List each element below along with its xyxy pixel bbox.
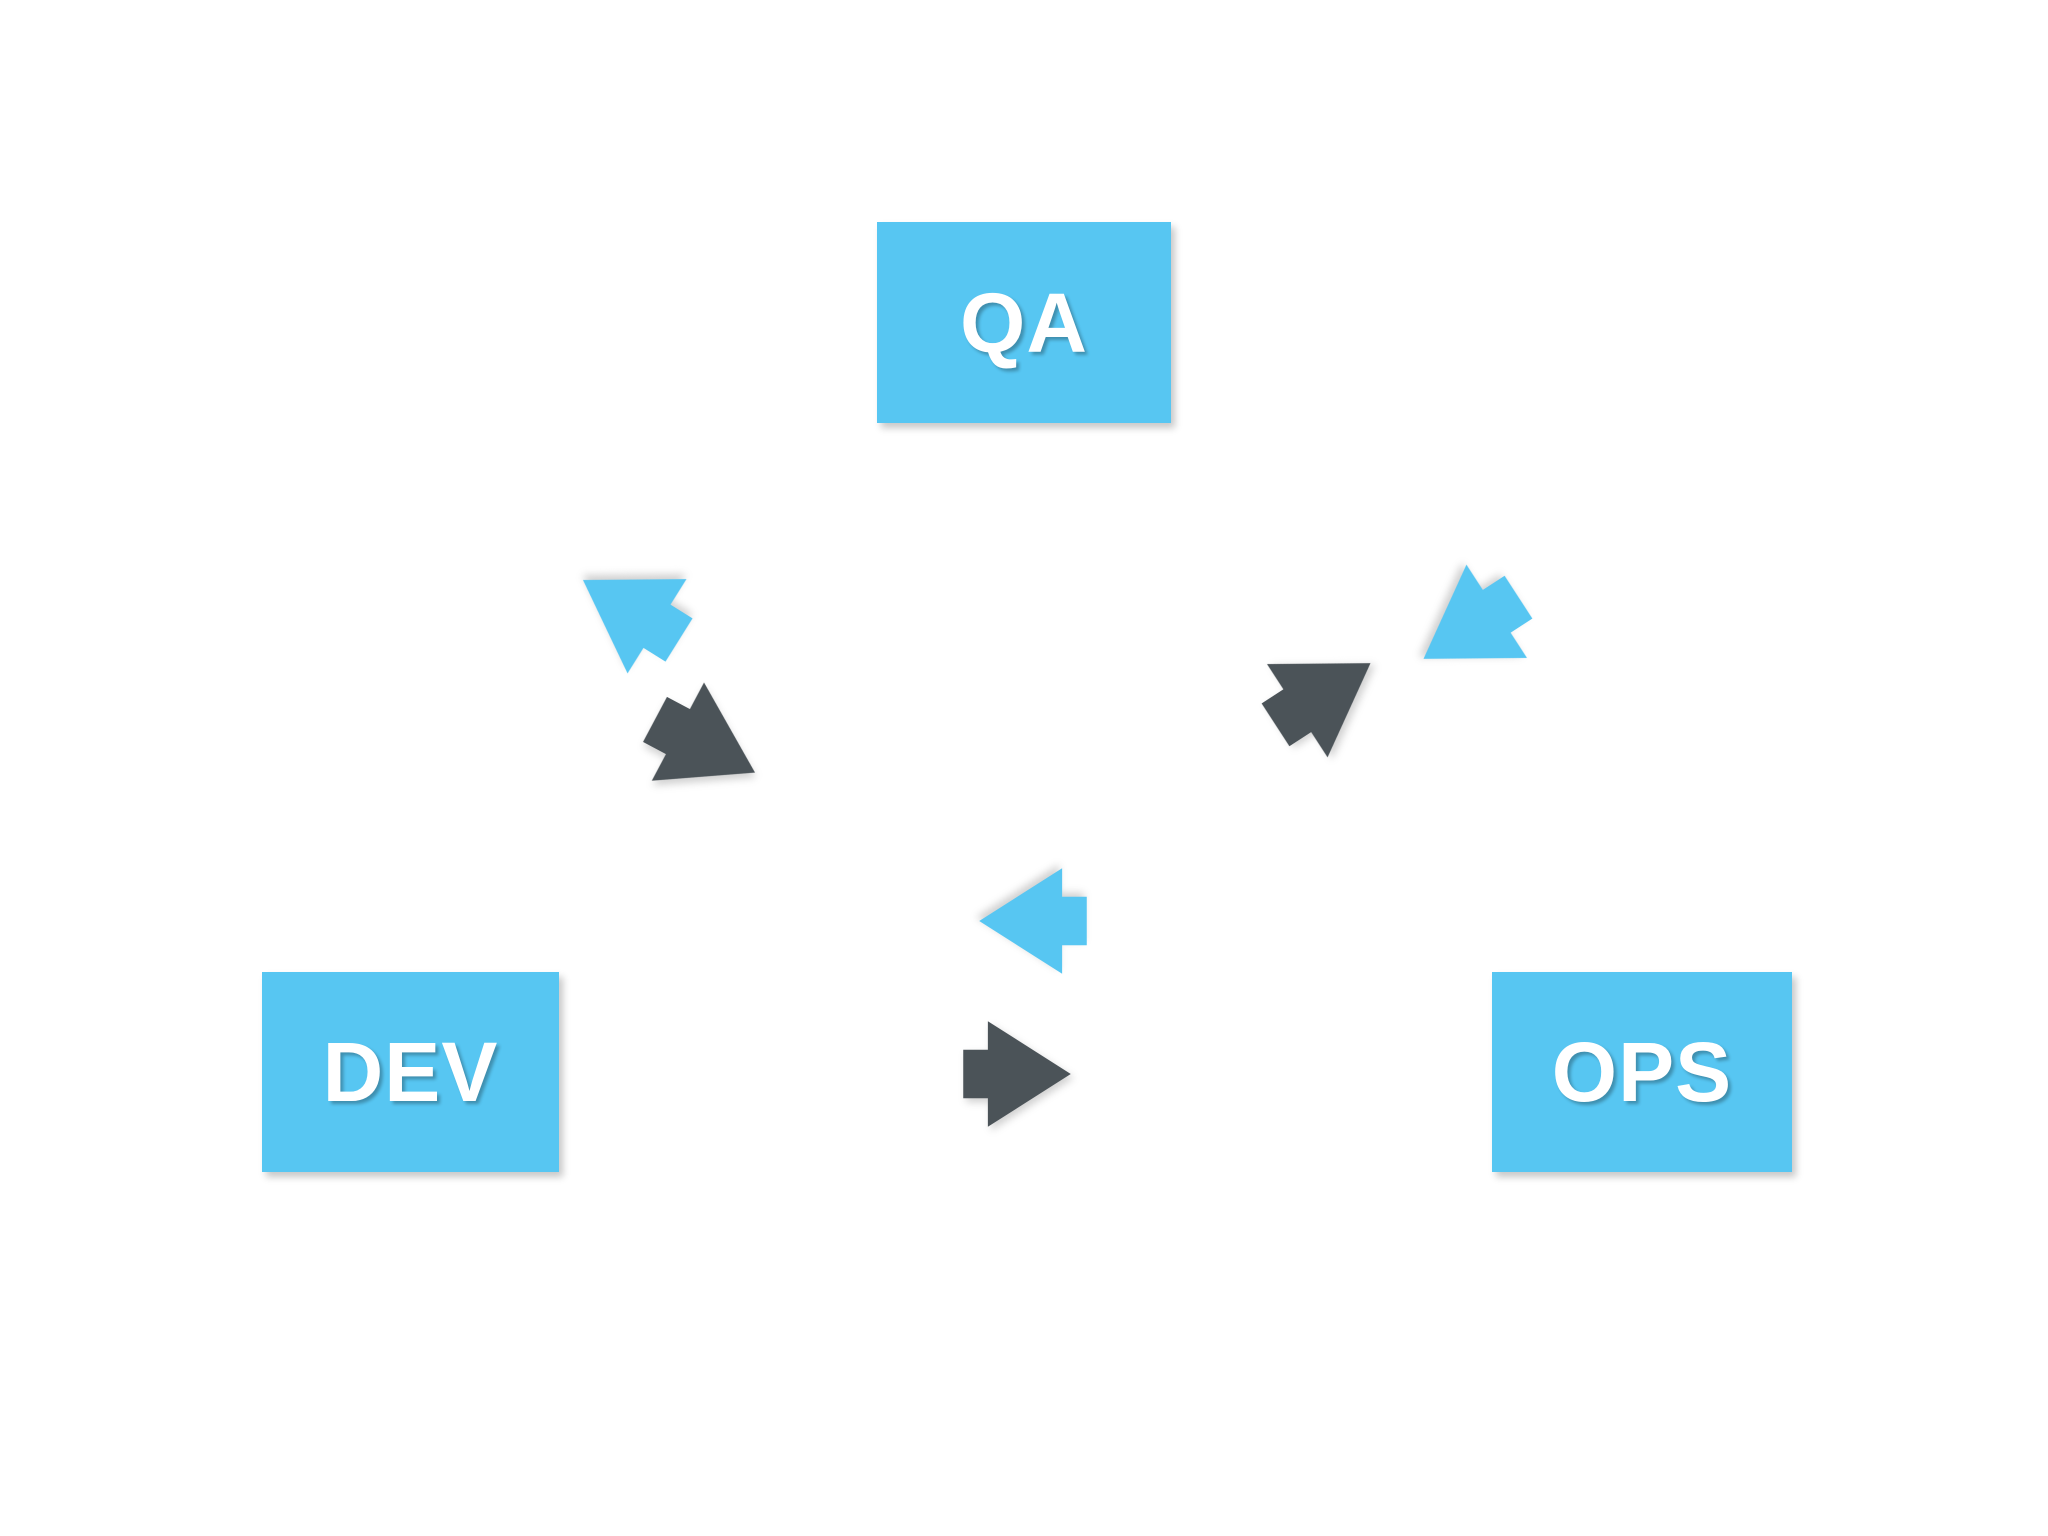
node-label-qa: QA (960, 275, 1088, 370)
arrow-shape (1261, 663, 1371, 758)
arrow-shape (643, 682, 756, 781)
arrow-shape (1423, 564, 1533, 659)
arrow-ops-to-dev-icon (977, 866, 1089, 976)
arrow-ops-to-qa-icon (1390, 547, 1552, 709)
node-label-dev: DEV (322, 1025, 499, 1119)
arrow-shape (979, 868, 1087, 974)
arrow-shape (582, 579, 693, 674)
arrow-dev-to-ops-icon (961, 1019, 1073, 1129)
arrow-qa-to-ops-icon (1242, 613, 1404, 775)
node-box-dev[interactable]: DEV (262, 972, 559, 1172)
node-box-ops[interactable]: OPS (1492, 972, 1792, 1172)
arrow-shape (963, 1021, 1071, 1127)
arrow-qa-to-dev-icon (550, 530, 712, 691)
node-label-ops: OPS (1551, 1025, 1733, 1119)
node-box-qa[interactable]: QA (877, 222, 1171, 423)
arrow-dev-to-qa-icon (626, 667, 785, 825)
